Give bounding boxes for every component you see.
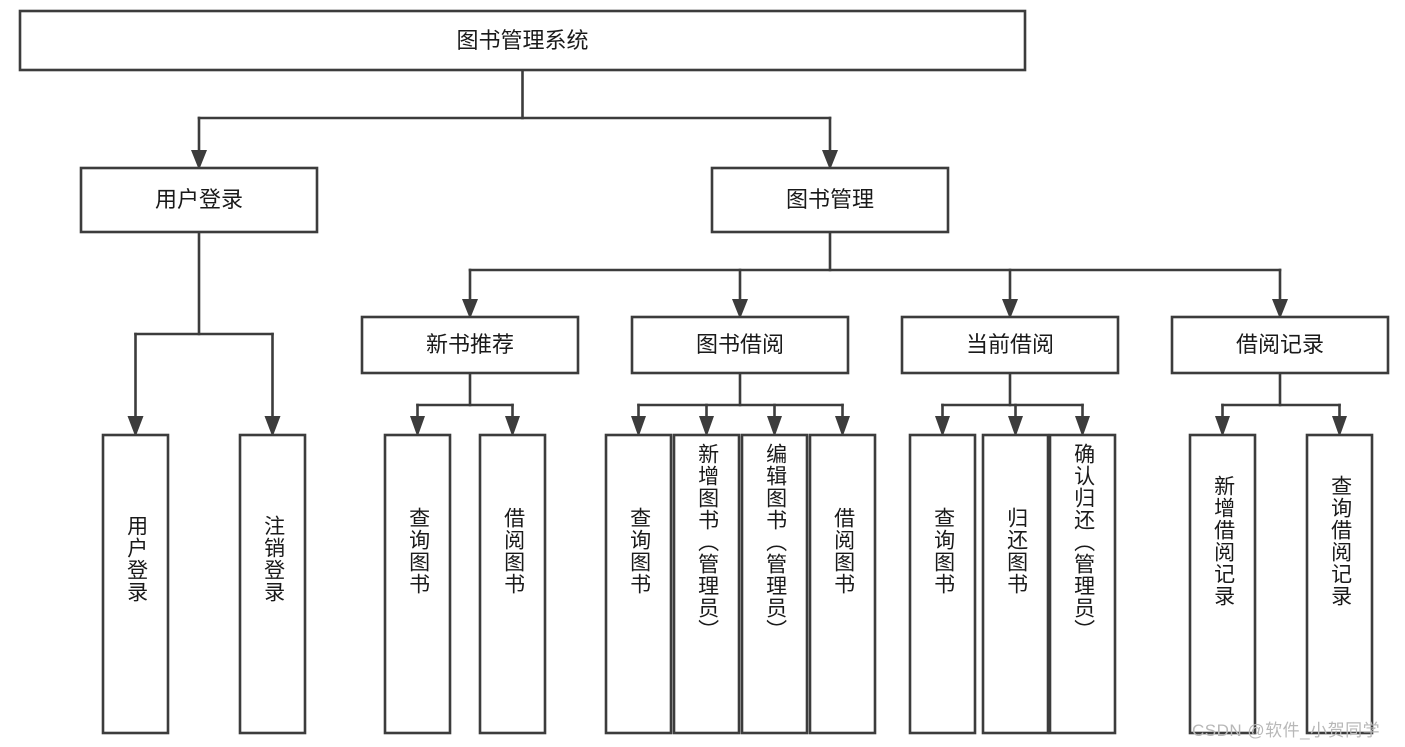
- arrowhead-root-to-user-login: [191, 150, 207, 170]
- leaf-box-add-book-admin[interactable]: [672, 433, 741, 735]
- arrowhead-current-leaf-2: [1008, 416, 1023, 437]
- node-user-login-label: 用户登录: [155, 187, 243, 212]
- arrowhead-newbook-leaf-2: [505, 416, 520, 437]
- node-book-manage-box: [710, 166, 950, 234]
- leaf-box-query-book-newbook[interactable]: [383, 433, 452, 735]
- arrowhead-bookmanage-borrow: [732, 299, 748, 319]
- leaf-box-query-book-current[interactable]: [908, 433, 977, 735]
- arrowhead-borrow-leaf-3: [767, 416, 782, 437]
- node-book-manage-label: 图书管理: [786, 187, 874, 212]
- leaf-box-query-book-borrow[interactable]: [604, 433, 673, 735]
- csdn-watermark: CSDN @软件_小贺同学: [1192, 721, 1381, 740]
- arrowhead-record-leaf-2: [1332, 416, 1347, 437]
- leaf-box-return-book[interactable]: [981, 433, 1050, 735]
- leaf-box-query-borrow-record[interactable]: [1305, 433, 1374, 735]
- leaf-box-borrow-book[interactable]: [808, 433, 877, 735]
- arrowhead-borrow-leaf-4: [835, 416, 850, 437]
- node-borrow-record[interactable]: 借阅记录: [1170, 315, 1390, 375]
- node-borrow-record-box: [1170, 315, 1390, 375]
- leaf-box-user-login[interactable]: [101, 433, 170, 735]
- leaf-box-edit-book-admin[interactable]: [740, 433, 809, 735]
- arrowhead-borrow-leaf-2: [699, 416, 714, 437]
- arrowhead-borrow-leaf-1: [631, 416, 646, 437]
- node-current-borrow-box: [900, 315, 1120, 375]
- node-user-login-box: [79, 166, 319, 234]
- arrowhead-root-to-book-manage: [822, 150, 838, 170]
- node-current-borrow[interactable]: 当前借阅: [900, 315, 1120, 375]
- node-new-book-recommend-box: [360, 315, 580, 375]
- node-book-borrow[interactable]: 图书借阅: [630, 315, 850, 375]
- arrowhead-userlogin-leaf-2: [264, 416, 281, 437]
- node-root-label: 图书管理系统: [456, 28, 588, 53]
- connector-layer: [134, 68, 1341, 420]
- node-user-login[interactable]: 用户登录: [79, 166, 319, 234]
- node-root-system[interactable]: 图书管理系统: [18, 9, 1027, 72]
- leaf-box-borrow-book-newbook[interactable]: [478, 433, 547, 735]
- arrowhead-userlogin-leaf-1: [127, 416, 144, 437]
- node-borrow-record-label: 借阅记录: [1236, 332, 1324, 357]
- arrowhead-newbook-leaf-1: [410, 416, 425, 437]
- node-book-manage[interactable]: 图书管理: [710, 166, 950, 234]
- node-book-borrow-box: [630, 315, 850, 375]
- node-new-book-recommend-label: 新书推荐: [426, 332, 514, 357]
- leaf-box-confirm-return-admin[interactable]: [1048, 433, 1117, 735]
- arrowhead-current-leaf-1: [935, 416, 950, 437]
- leaf-box-add-borrow-record[interactable]: [1188, 433, 1257, 735]
- arrowhead-layer: [127, 150, 1347, 437]
- node-root-box: [18, 9, 1027, 72]
- node-book-borrow-label: 图书借阅: [696, 332, 784, 357]
- arrowhead-current-leaf-3: [1075, 416, 1090, 437]
- leaf-box-layer: [101, 433, 1374, 735]
- node-new-book-recommend[interactable]: 新书推荐: [360, 315, 580, 375]
- arrowhead-bookmanage-current: [1002, 299, 1018, 319]
- node-current-borrow-label: 当前借阅: [966, 332, 1054, 357]
- arrowhead-record-leaf-1: [1215, 416, 1230, 437]
- arrowhead-bookmanage-record: [1272, 299, 1288, 319]
- arrowhead-bookmanage-newbook: [462, 299, 478, 319]
- leaf-box-logout[interactable]: [238, 433, 307, 735]
